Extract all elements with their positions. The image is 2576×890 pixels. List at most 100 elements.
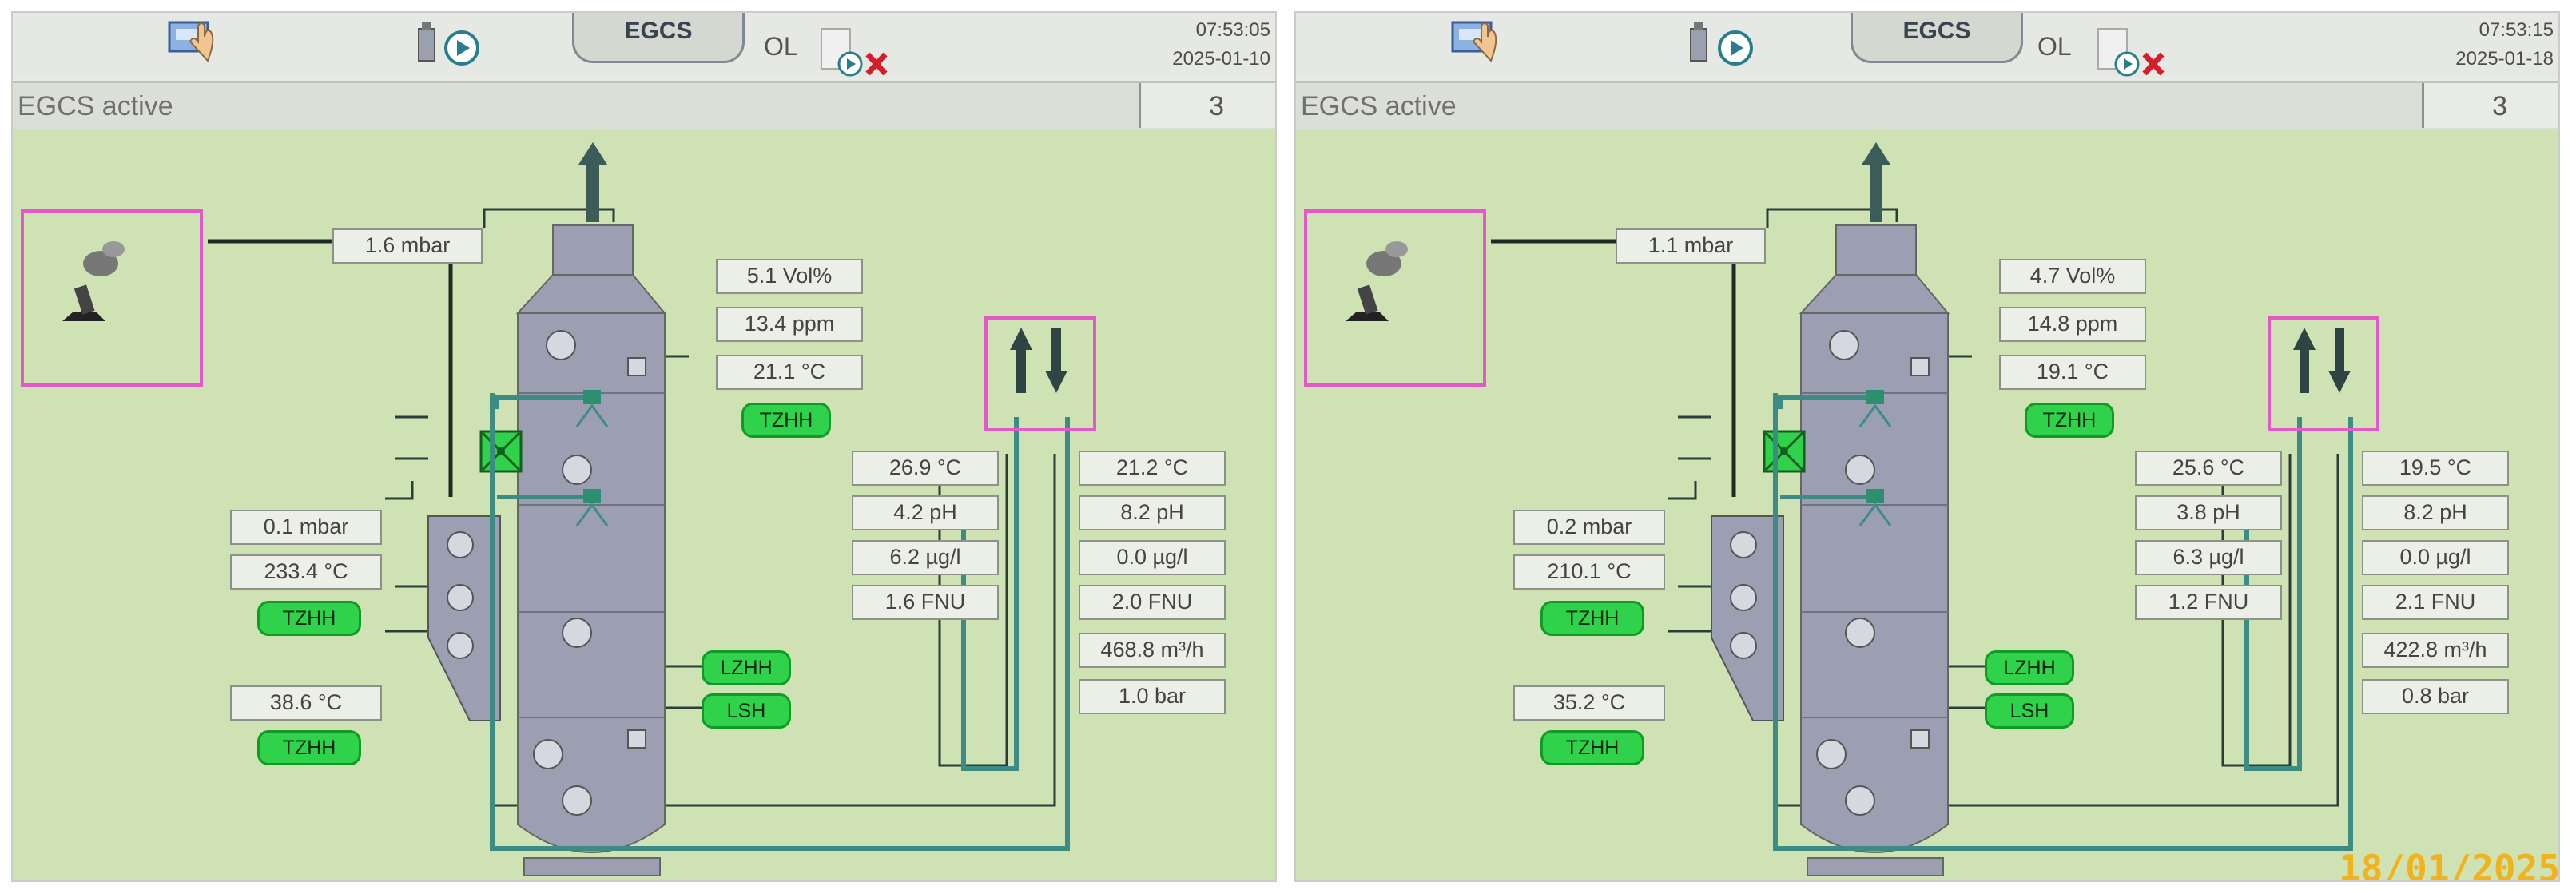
arrow-up-icon xyxy=(1010,328,1032,393)
close-icon[interactable] xyxy=(865,52,888,76)
tab-egcs[interactable]: EGCS xyxy=(572,13,745,63)
flow-direction-frame[interactable] xyxy=(2268,316,2379,431)
tab-egcs-label: EGCS xyxy=(1902,18,1971,44)
arrow-down-icon xyxy=(1045,328,1067,393)
water-out-turbidity-value[interactable]: 1.6 FNU xyxy=(852,585,999,620)
exhaust-source-frame[interactable] xyxy=(1304,209,1486,387)
process-diagram: 1.1 mbar 4.7 Vol% 14.8 ppm 19.1 °C TZHH 0.2 m… xyxy=(1296,129,2558,880)
inlet-tzhh-alarm: TZHH xyxy=(1540,601,1644,636)
wash-water-loop xyxy=(1773,393,2353,851)
toolbar: EGCS OL 07:53:05 2025-01-10 xyxy=(13,13,1275,78)
clock-date: 2025-01-18 xyxy=(2455,48,2554,70)
flow-direction-arrows xyxy=(2293,328,2351,393)
hmi-screen-2: EGCS OL 07:53:15 2025-01-18 EGCS active … xyxy=(1294,11,2560,882)
bypass-valve[interactable] xyxy=(1763,430,1806,473)
lower-temp-value[interactable]: 35.2 °C xyxy=(1513,685,1665,721)
status-bar: EGCS active 3 xyxy=(1296,81,2558,131)
water-in-flow-value[interactable]: 468.8 m³/h xyxy=(1079,633,1226,668)
outlet-temp-value[interactable]: 19.1 °C xyxy=(1999,355,2146,390)
outlet-vol-value[interactable]: 5.1 Vol% xyxy=(716,259,863,294)
inlet-tzhh-alarm: TZHH xyxy=(257,601,361,636)
flow-direction-arrows xyxy=(1010,328,1067,393)
water-in-ph-value[interactable]: 8.2 pH xyxy=(2362,495,2509,530)
water-in-pah-value[interactable]: 0.0 µg/l xyxy=(2362,540,2509,575)
exhaust-outlet-arrow xyxy=(578,142,607,222)
water-in-pressure-value[interactable]: 0.8 bar xyxy=(2362,679,2509,714)
water-in-temp-value[interactable]: 19.5 °C xyxy=(2362,451,2509,486)
clock-date: 2025-01-10 xyxy=(1172,48,1270,70)
spray-nozzles xyxy=(1778,390,1892,526)
lzhh-alarm: LZHH xyxy=(1985,650,2074,685)
inlet-cooler xyxy=(427,515,501,721)
outlet-ppm-value[interactable]: 14.8 ppm xyxy=(1999,307,2146,342)
water-in-pah-value[interactable]: 0.0 µg/l xyxy=(1079,540,1226,575)
play-icon[interactable] xyxy=(821,28,863,77)
water-out-ph-value[interactable]: 3.8 pH xyxy=(2135,495,2282,530)
water-out-temp-value[interactable]: 26.9 °C xyxy=(852,451,999,486)
exhaust-source-frame[interactable] xyxy=(21,209,203,387)
inlet-pressure-value[interactable]: 0.1 mbar xyxy=(230,510,382,545)
mode-indicator: OL xyxy=(764,32,798,61)
outlet-tzhh-alarm: TZHH xyxy=(2025,403,2114,438)
alarm-count: 3 xyxy=(2492,91,2507,121)
toolbar-icons xyxy=(1451,21,2165,77)
water-in-pressure-value[interactable]: 1.0 bar xyxy=(1079,679,1226,714)
outlet-vol-value[interactable]: 4.7 Vol% xyxy=(1999,259,2146,294)
lower-temp-value[interactable]: 38.6 °C xyxy=(230,685,382,721)
photo-date-stamp: 18/01/2025 xyxy=(2339,847,2560,882)
water-out-ph-value[interactable]: 4.2 pH xyxy=(852,495,999,530)
hand-icon xyxy=(189,22,214,62)
lsh-alarm: LSH xyxy=(702,693,791,729)
lsh-alarm: LSH xyxy=(1985,693,2074,729)
exhaust-outlet-arrow xyxy=(1862,142,1890,222)
water-out-turbidity-value[interactable]: 1.2 FNU xyxy=(2135,585,2282,620)
wash-water-loop xyxy=(490,393,1070,851)
tab-egcs-label: EGCS xyxy=(624,18,693,44)
lower-tzhh-alarm: TZHH xyxy=(1540,730,1644,765)
inlet-cooler xyxy=(1711,515,1784,721)
scrubber-schematic xyxy=(1346,142,2353,876)
scrubber-schematic xyxy=(62,142,1070,876)
water-out-pah-value[interactable]: 6.2 µg/l xyxy=(852,540,999,575)
inlet-temp-value[interactable]: 210.1 °C xyxy=(1513,554,1665,590)
bypass-valve[interactable] xyxy=(479,430,523,473)
flow-direction-frame[interactable] xyxy=(984,316,1096,431)
lower-tzhh-alarm: TZHH xyxy=(257,730,361,765)
inlet-pressure-value[interactable]: 0.2 mbar xyxy=(1513,510,1665,545)
arrow-down-icon xyxy=(2328,328,2351,393)
play-icon[interactable] xyxy=(2097,28,2140,77)
outlet-tzhh-alarm: TZHH xyxy=(741,403,831,438)
process-diagram: 1.6 mbar 5.1 Vol% 13.4 ppm 21.1 °C TZHH 0.1 m… xyxy=(13,129,1275,880)
scrubber-vessel xyxy=(515,224,667,876)
lzhh-alarm: LZHH xyxy=(702,650,791,685)
water-in-temp-value[interactable]: 21.2 °C xyxy=(1079,451,1226,486)
outlet-temp-value[interactable]: 21.1 °C xyxy=(716,355,863,390)
outlet-ppm-value[interactable]: 13.4 ppm xyxy=(716,307,863,342)
play-icon[interactable] xyxy=(1718,30,1753,66)
canister-icon xyxy=(1690,22,1707,62)
close-icon[interactable] xyxy=(2142,52,2165,76)
smokestack-icon xyxy=(62,241,125,321)
toolbar: EGCS OL 07:53:15 2025-01-18 xyxy=(1296,13,2558,78)
alarm-counter[interactable]: 3 xyxy=(2422,83,2558,128)
water-out-temp-value[interactable]: 25.6 °C xyxy=(2135,451,2282,486)
play-icon[interactable] xyxy=(444,30,479,66)
water-in-flow-value[interactable]: 422.8 m³/h xyxy=(2362,633,2509,668)
outlet-pressure-value[interactable]: 1.1 mbar xyxy=(1616,228,1766,264)
hmi-screen-1: EGCS OL 07:53:05 2025-01-10 EGCS active … xyxy=(11,11,1277,882)
arrow-up-icon xyxy=(2293,328,2316,393)
water-in-turbidity-value[interactable]: 2.1 FNU xyxy=(2362,585,2509,620)
status-bar: EGCS active 3 xyxy=(13,81,1275,131)
smokestack-icon xyxy=(1346,241,1408,321)
water-in-turbidity-value[interactable]: 2.0 FNU xyxy=(1079,585,1226,620)
mode-indicator: OL xyxy=(2037,32,2072,61)
water-in-ph-value[interactable]: 8.2 pH xyxy=(1079,495,1226,530)
status-message: EGCS active xyxy=(18,91,173,121)
alarm-counter[interactable]: 3 xyxy=(1139,83,1275,128)
hand-icon xyxy=(1472,22,1497,62)
outlet-pressure-value[interactable]: 1.6 mbar xyxy=(332,228,483,264)
water-out-pah-value[interactable]: 6.3 µg/l xyxy=(2135,540,2282,575)
canister-icon xyxy=(418,22,435,62)
inlet-temp-value[interactable]: 233.4 °C xyxy=(230,554,382,590)
tab-egcs[interactable]: EGCS xyxy=(1851,13,2023,63)
